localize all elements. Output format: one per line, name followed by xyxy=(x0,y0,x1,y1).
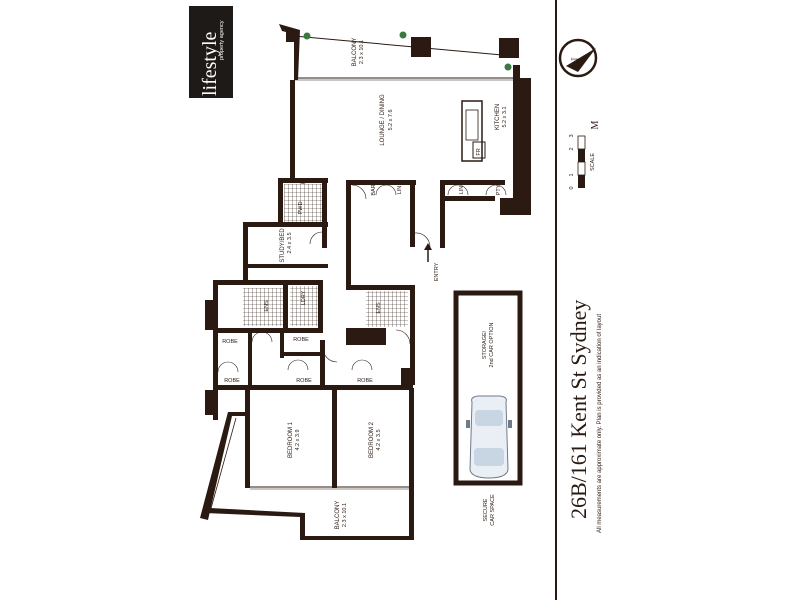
storage-label-2: 2nd CAR OPTION xyxy=(489,323,495,368)
bedroom-2-dim: 4.2 x 3.5 xyxy=(376,429,382,450)
scale-bar: 0 1 2 3 SCALE M xyxy=(569,120,601,189)
scale-tick-0: 0 xyxy=(569,186,575,189)
compass-letter: N xyxy=(568,57,583,67)
ens1-tiles xyxy=(243,288,283,326)
robe-label-1: ROBE xyxy=(222,339,238,345)
entry-arrow-icon xyxy=(424,243,432,262)
car-space: STORAGE/ 2nd CAR OPTION SECURE CAR SPACE xyxy=(453,290,523,526)
scale-unit: M xyxy=(590,120,601,129)
ensuite-1-label: ENS xyxy=(264,300,270,312)
scale-tick-3: 3 xyxy=(569,134,575,137)
scale-label: SCALE xyxy=(590,153,596,171)
kitchen-island xyxy=(461,100,483,162)
logo-tagline: property agency xyxy=(219,20,225,60)
lounge-dim: 5.2 x 7.6 xyxy=(388,109,394,130)
ensuite-2-label: ENS xyxy=(376,302,382,314)
bar-label: BAR xyxy=(371,184,377,195)
robe-label-4: ROBE xyxy=(296,378,312,384)
robe-label-3: ROBE xyxy=(224,378,240,384)
kitchen-label: KITCHEN xyxy=(495,104,501,130)
balcony-top-label: BALCONY xyxy=(352,38,358,67)
sink xyxy=(465,109,479,141)
car-space-label: SECURE xyxy=(483,498,489,521)
ldry-tiles xyxy=(290,286,318,326)
bedroom-1-label: BEDROOM 1 xyxy=(288,421,294,458)
fridge xyxy=(472,141,486,159)
robe-label-2: ROBE xyxy=(293,337,309,343)
plant-icon xyxy=(303,31,512,71)
robe-label-5: ROBE xyxy=(357,378,373,384)
powder-label: PWD xyxy=(298,202,304,215)
balcony-top-dim: 2.3 x 10.1 xyxy=(359,40,365,64)
pantry-label: PTY xyxy=(496,184,502,195)
bedroom-2-label: BEDROOM 2 xyxy=(369,421,375,458)
kitchen-dim: 5.2 x 3.1 xyxy=(502,106,508,127)
scale-tick-1: 1 xyxy=(569,173,575,176)
agency-logo: lifestyle property agency xyxy=(189,6,233,98)
car-icon xyxy=(466,395,512,479)
study-label: STUDY/BED 3 xyxy=(280,223,286,263)
lin-label-2: LIN xyxy=(459,186,465,195)
bedroom-1-dim: 4.2 x 3.9 xyxy=(295,429,301,450)
property-title: 26B/161 Kent St Sydney xyxy=(566,300,591,519)
balcony-top xyxy=(279,24,519,81)
entry-label: ENTRY xyxy=(434,262,440,281)
lin-label-1: LIN xyxy=(397,186,403,195)
logo-brand: lifestyle xyxy=(199,31,221,96)
disclaimer: All measurements are approximate only. P… xyxy=(597,314,603,533)
lounge-label: LOUNGE / DINING xyxy=(380,94,386,146)
laundry-label: LDRY xyxy=(301,290,307,305)
fridge-label: FR xyxy=(476,148,482,155)
compass-icon: N xyxy=(558,38,598,78)
car-space-label-2: CAR SPACE xyxy=(490,494,496,526)
balcony-bottom-label: BALCONY xyxy=(335,501,341,530)
walls xyxy=(200,65,531,540)
scale-tick-2: 2 xyxy=(569,147,575,150)
pwd-tiles xyxy=(284,184,322,222)
ens2-tiles xyxy=(366,291,408,327)
balcony-bottom-dim: 2.3 x 10.1 xyxy=(342,503,348,527)
storage-label: STORAGE/ xyxy=(482,330,488,359)
study-dim: 2.4 x 3.5 xyxy=(287,232,293,253)
